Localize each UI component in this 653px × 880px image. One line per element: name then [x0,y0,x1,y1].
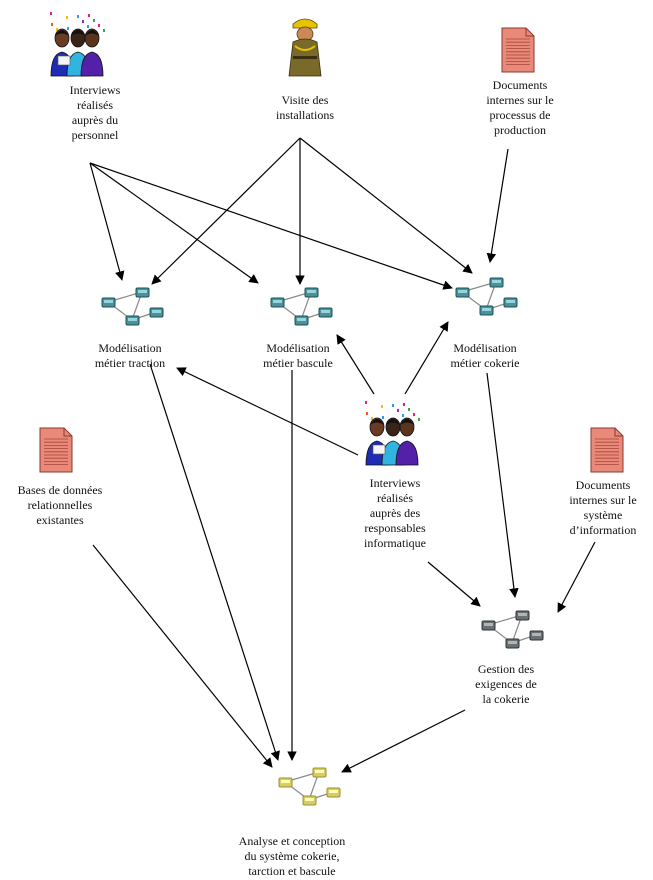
label-line: d’information [569,523,637,537]
label-line: métier bascule [263,356,333,370]
label-line: exigences de [475,677,537,691]
label-line: Modélisation [98,341,162,355]
arrow-interviews_personnel-to-modelisation_traction [89,162,125,281]
network-model-icon-modelisation-traction [101,287,164,326]
network-model-icon-modelisation-cokerie [455,277,518,316]
network-model-icon-gestion-exigences [481,610,544,649]
label-line: production [494,123,546,137]
arrow-documents_production-to-modelisation_cokerie [486,148,509,263]
label-line: du système cokerie, [244,849,340,863]
edges-layer [89,137,596,773]
arrow-gestion_exigences-to-analyse_conception [341,709,466,773]
document-icon-documents-si [590,427,624,473]
label-line: auprès des [369,506,421,520]
arrow-interviews_informatique-to-modelisation_cokerie [404,321,449,395]
arrow-interviews_personnel-to-modelisation_bascule [89,162,259,284]
people-group-icon-interviews-personnel [50,12,105,77]
label-line: Modélisation [453,341,517,355]
arrow-modelisation_cokerie-to-gestion_exigences [486,372,519,598]
network-model-icon-analyse-conception [278,767,341,806]
network-model-icon-modelisation-bascule [270,287,333,326]
worker-icon-visite-installations [288,18,322,77]
label-line: responsables [364,521,426,535]
label-line: personnel [71,128,119,142]
label-line: auprès du [71,113,119,127]
label-line: Gestion des [477,662,535,676]
people-group-icon-interviews-informatique [365,401,420,466]
arrow-bases_donnees-to-analyse_conception [92,544,273,768]
arrow-interviews_informatique-to-modelisation_bascule [336,334,375,395]
label-line: informatique [364,536,426,550]
label-line: Analyse et conception [238,834,346,848]
label-line: système [583,508,623,522]
label-line: existantes [36,513,84,527]
arrow-interviews_personnel-to-modelisation_cokerie [89,162,453,290]
label-line: Documents [492,78,548,92]
label-line: processus de [489,108,551,122]
document-icon-documents-production [501,27,535,73]
label-line: tarction et bascule [248,864,336,878]
label-line: réalisés [77,98,113,112]
label-line: relationnelles [27,498,93,512]
label-line: réalisés [377,491,413,505]
icons-layer [39,12,624,806]
arrow-documents_si-to-gestion_exigences [557,541,596,613]
label-line: internes sur le [486,93,554,107]
label-line: la cokerie [482,692,530,706]
label-line: Interviews [369,476,421,490]
label-line: Interviews [69,83,121,97]
arrow-modelisation_traction-to-analyse_conception [149,363,280,761]
arrow-visite_installations-to-modelisation_cokerie [299,137,473,274]
label-line: Bases de données [17,483,103,497]
arrow-interviews_informatique-to-gestion_exigences [427,561,481,607]
label-line: installations [276,108,334,122]
document-icon-bases-donnees [39,427,73,473]
label-line: internes sur le [569,493,637,507]
label-line: métier traction [94,356,166,370]
arrow-visite_installations-to-modelisation_traction [151,137,301,285]
label-line: métier cokerie [450,356,520,370]
label-line: Visite des [281,93,329,107]
arrow-interviews_informatique-to-modelisation_traction [176,367,359,456]
label-line: Documents [575,478,631,492]
label-line: Modélisation [266,341,330,355]
